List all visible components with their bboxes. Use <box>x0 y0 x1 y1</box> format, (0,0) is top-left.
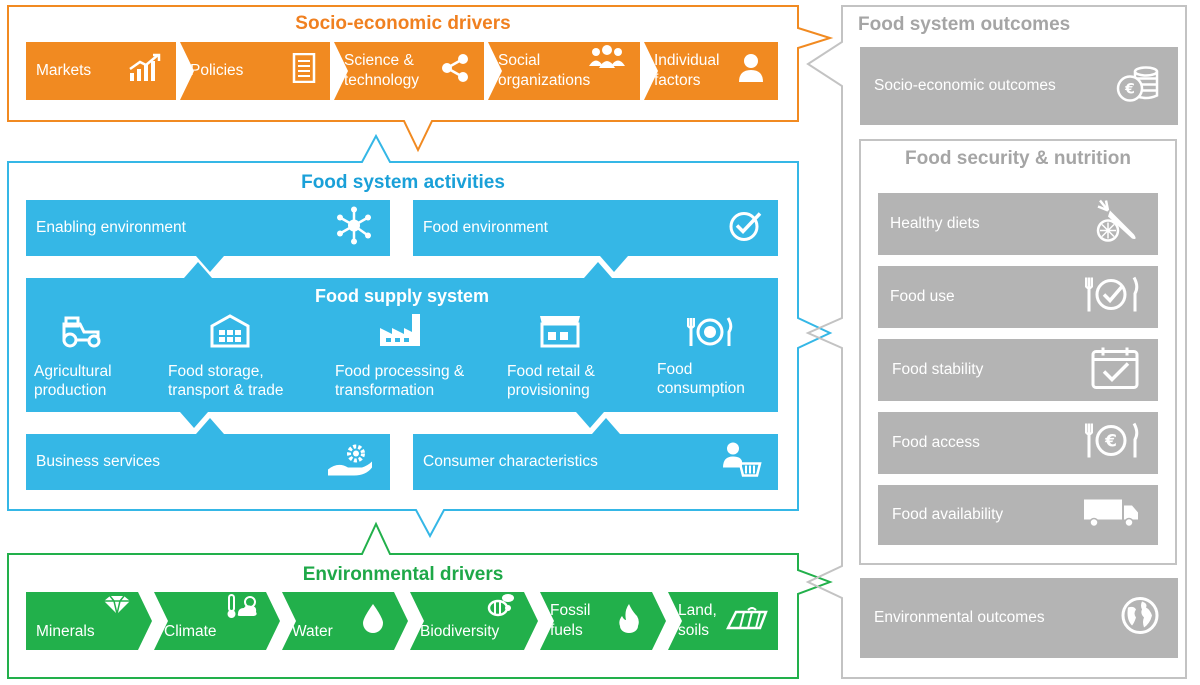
document-icon <box>292 52 316 89</box>
fsn-food-access: Food access € <box>878 412 1158 474</box>
supply-label: Agricultural production <box>34 363 112 399</box>
euro-coins-icon: € <box>1116 65 1160 108</box>
driver-label: Science & technology <box>344 52 419 89</box>
vegetables-icon <box>1094 199 1140 250</box>
water-drop-icon <box>362 603 384 639</box>
truck-icon <box>1082 498 1140 533</box>
business-services-box: Business services <box>26 434 390 490</box>
env-drivers-title: Environmental drivers <box>302 564 504 585</box>
fsn-label: Food access <box>892 434 980 451</box>
network-share-icon <box>440 53 470 89</box>
socio-drivers-frame <box>7 5 834 153</box>
driver-label: Biodiversity <box>420 623 500 640</box>
supply-label: Food storage, transport & trade <box>168 363 284 399</box>
outcomes-frame <box>805 5 1187 679</box>
driver-land-soils: Land, soils <box>668 592 778 650</box>
hub-network-icon <box>334 206 374 251</box>
fsn-healthy-diets: Healthy diets <box>878 193 1158 255</box>
supply-label: Food processing & transformation <box>335 363 465 399</box>
consumer-characteristics-box: Consumer characteristics <box>413 434 778 490</box>
driver-climate: Climate <box>154 592 280 650</box>
shopper-basket-icon <box>722 442 762 483</box>
activities-title: Food system activities <box>301 172 505 193</box>
driver-social-organizations: Social organizations <box>488 42 640 100</box>
svg-text:€: € <box>1104 432 1117 452</box>
driver-label: Policies <box>190 62 244 79</box>
enabling-environment-label: Enabling environment <box>36 219 186 236</box>
plate-check-icon <box>1084 276 1140 319</box>
plate-cutlery-icon <box>686 316 734 353</box>
driver-minerals: Minerals <box>26 592 152 650</box>
plate-euro-icon: € <box>1084 422 1140 465</box>
food-environment-label: Food environment <box>423 219 548 236</box>
environmental-outcomes-label: Environmental outcomes <box>874 609 1045 626</box>
food-environment-box: Food environment <box>413 200 778 256</box>
flame-icon <box>618 603 640 639</box>
fsn-food-availability: Food availability <box>878 485 1158 545</box>
driver-label: Water <box>292 623 333 640</box>
fsn-title: Food security & nutrition <box>905 148 1131 169</box>
driver-markets: Markets <box>26 42 176 100</box>
people-group-icon <box>588 44 626 76</box>
consumer-characteristics-label: Consumer characteristics <box>423 453 598 470</box>
fsn-label: Healthy diets <box>890 215 980 232</box>
field-icon <box>725 606 768 636</box>
hand-gear-icon <box>326 442 374 483</box>
calendar-check-icon <box>1090 346 1140 395</box>
chart-growth-icon <box>128 53 162 89</box>
driver-policies: Policies <box>180 42 330 100</box>
fsn-label: Food availability <box>892 506 1004 523</box>
person-icon <box>738 53 764 89</box>
bee-icon <box>486 592 516 624</box>
outcomes-title: Food system outcomes <box>858 14 1071 35</box>
driver-label: Markets <box>36 62 92 79</box>
business-services-label: Business services <box>36 453 161 470</box>
env-drivers-frame <box>7 521 833 679</box>
svg-text:€: € <box>1124 82 1135 98</box>
socio-drivers-title: Socio-economic drivers <box>295 13 511 34</box>
fsn-food-stability: Food stability <box>878 339 1158 401</box>
tractor-icon <box>58 316 106 353</box>
activities-frame <box>7 133 833 539</box>
driver-label: Minerals <box>36 623 95 640</box>
socio-economic-outcomes-label: Socio-economic outcomes <box>874 77 1056 94</box>
supply-label: Food consumption <box>657 361 745 397</box>
warehouse-icon <box>210 314 250 353</box>
environmental-outcomes-box: Environmental outcomes <box>860 578 1178 658</box>
check-circle-icon <box>728 209 762 248</box>
market-stall-icon <box>538 314 582 353</box>
supply-label: Food retail & provisioning <box>507 363 595 399</box>
driver-label: Fossil fuels <box>550 602 591 639</box>
socio-economic-outcomes-box: Socio-economic outcomes € <box>860 47 1178 125</box>
fsn-food-use: Food use <box>878 266 1158 328</box>
driver-label: Social organizations <box>498 52 591 89</box>
connector-triangles <box>180 256 628 434</box>
fsn-frame <box>859 139 1177 565</box>
driver-biodiversity: Biodiversity <box>410 592 538 650</box>
globe-icon <box>1120 596 1160 641</box>
food-supply-title: Food supply system <box>314 286 490 306</box>
diamond-icon <box>102 595 132 621</box>
driver-label: Land, soils <box>678 602 717 639</box>
fsn-label: Food use <box>890 288 955 305</box>
driver-label: Climate <box>164 623 217 640</box>
driver-water: Water <box>282 592 408 650</box>
fsn-label: Food stability <box>892 361 984 378</box>
driver-label: Individual factors <box>654 52 720 89</box>
driver-science-technology: Science & technology <box>334 42 484 100</box>
enabling-environment-box: Enabling environment <box>26 200 390 256</box>
factory-icon <box>378 312 422 353</box>
weather-icon <box>226 594 260 626</box>
driver-fossil-fuels: Fossil fuels <box>540 592 666 650</box>
driver-individual-factors: Individual factors <box>644 42 778 100</box>
